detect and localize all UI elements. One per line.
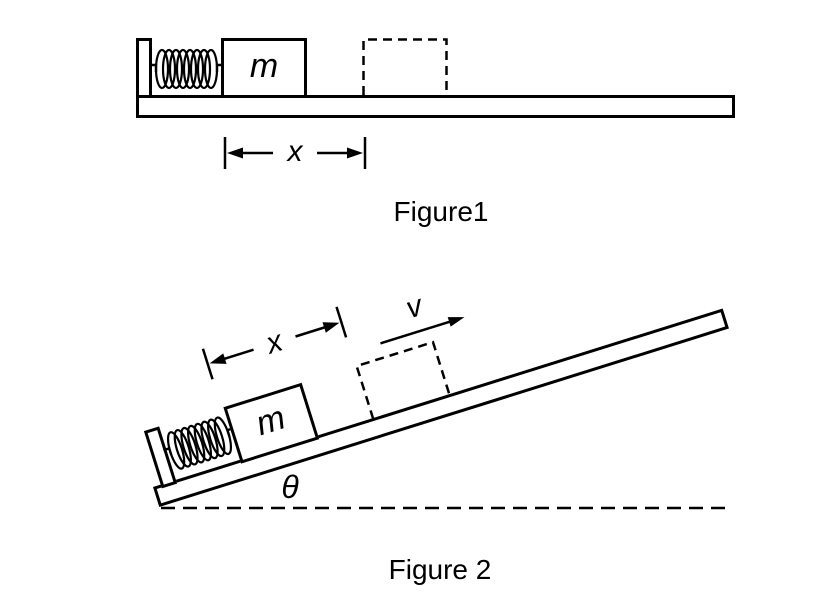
fig2-angle-label: θ bbox=[281, 469, 299, 505]
fig2-caption: Figure 2 bbox=[388, 554, 492, 585]
figure1-group: m x Figure1 bbox=[0, 0, 829, 240]
fig1-dashed-block bbox=[362, 38, 448, 95]
fig1-block-m-label: m bbox=[249, 46, 279, 85]
fig1-wall bbox=[136, 38, 152, 98]
fig2-ground-line bbox=[161, 506, 733, 510]
fig2-velocity-arrow-icon bbox=[380, 317, 465, 345]
fig2-x-marker bbox=[201, 306, 348, 380]
fig1-spring-icon bbox=[150, 48, 224, 90]
fig1-x-label: x bbox=[287, 135, 303, 168]
fig1-caption: Figure1 bbox=[393, 196, 489, 227]
fig1-platform bbox=[136, 95, 735, 118]
fig2-v-label: v bbox=[402, 289, 427, 326]
fig2-spring-icon bbox=[163, 416, 235, 470]
fig2-dashed-block bbox=[355, 340, 451, 420]
fig1-block-m: m bbox=[221, 38, 307, 98]
fig1-x-marker bbox=[223, 137, 367, 169]
fig2-block-m-label: m bbox=[251, 398, 290, 444]
